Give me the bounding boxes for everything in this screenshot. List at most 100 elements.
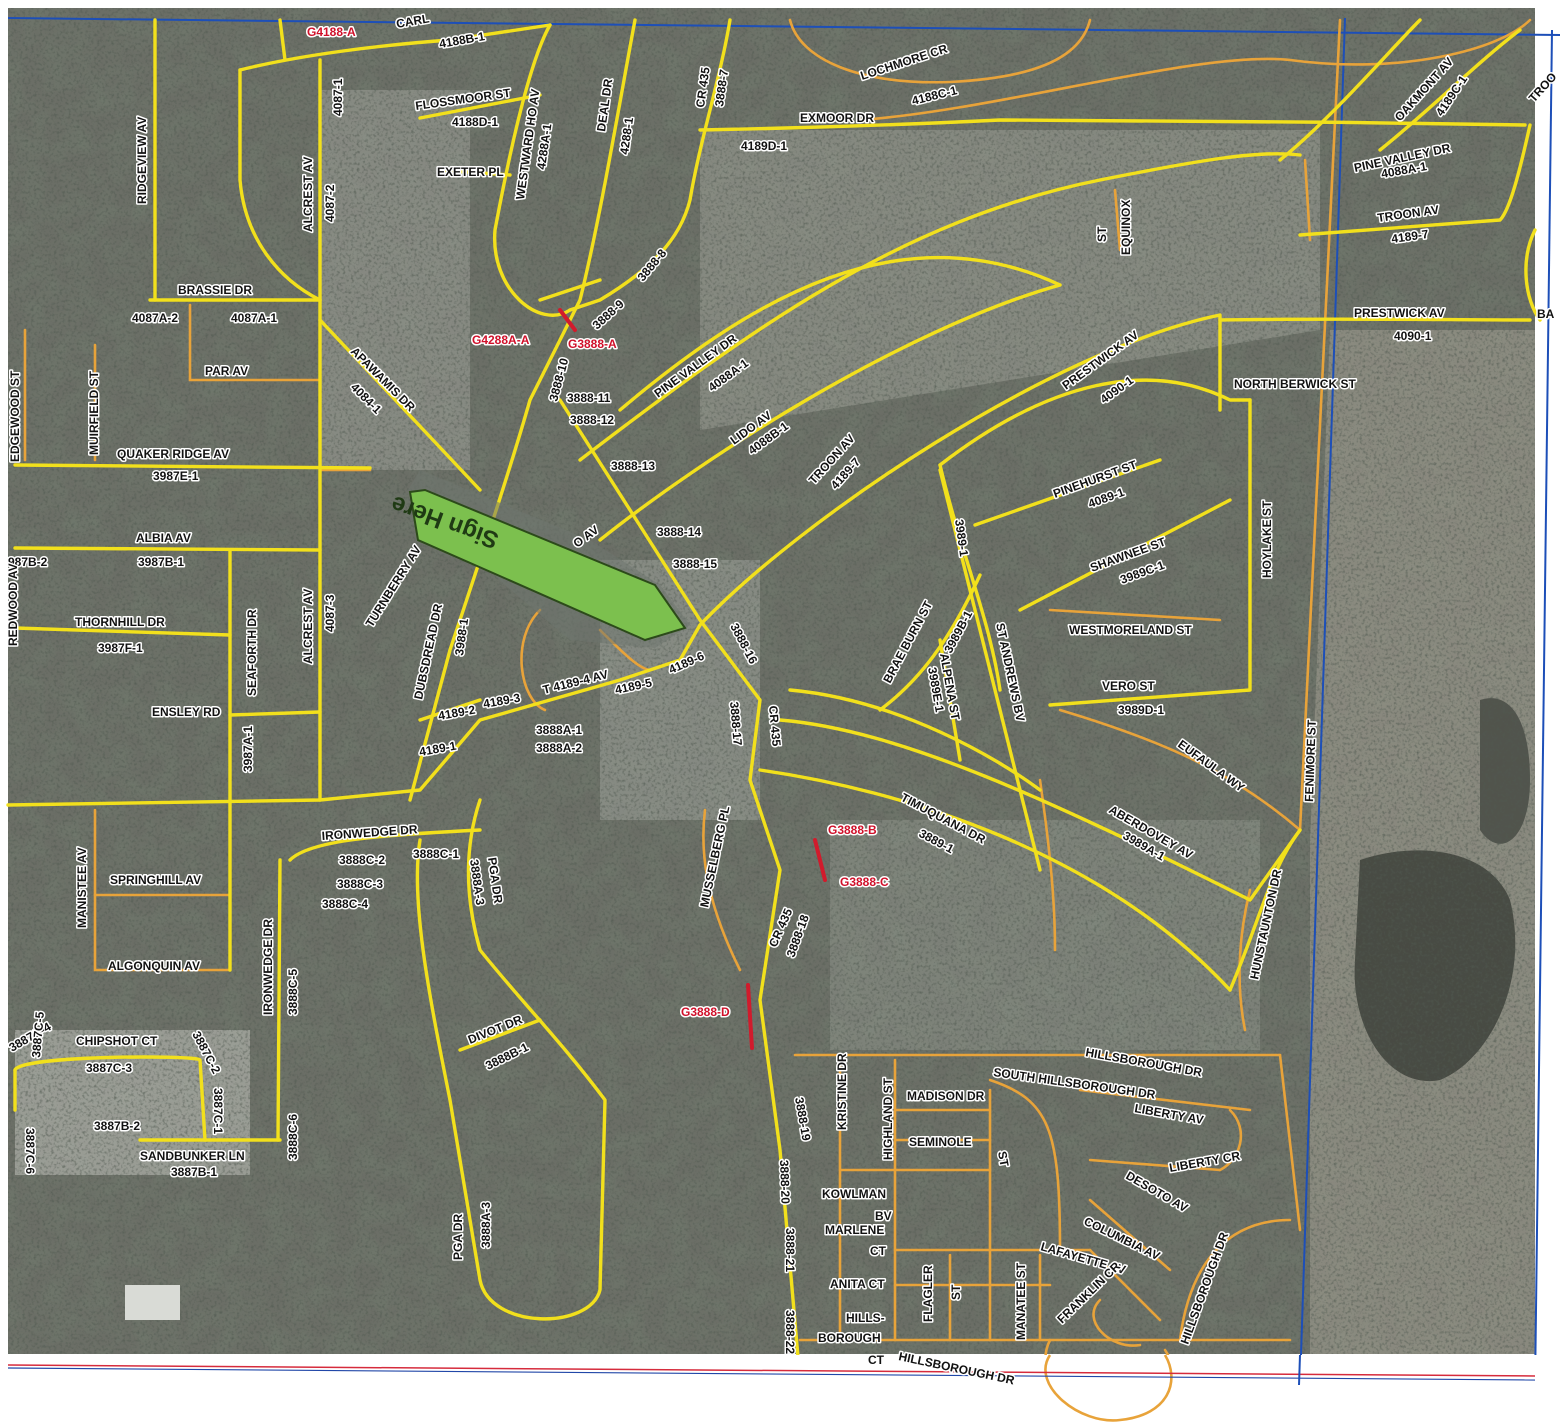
label-4189d-1: 4189D-1 <box>741 139 787 153</box>
label-g3888-c: G3888-C <box>840 875 889 889</box>
label-hoylake-st: HOYLAKE ST <box>1260 500 1274 578</box>
label-ironwedge-dr-vertical: IRONWEDGE DR <box>261 919 275 1015</box>
label-4288-1: 4288-1 <box>617 116 636 155</box>
label-4090-1-top: 4090-1 <box>1394 329 1432 343</box>
label-albia-av: ALBIA AV <box>136 531 191 545</box>
label-3887c-3: 3887C-3 <box>86 1061 132 1075</box>
label-3888c-2: 3888C-2 <box>339 853 385 867</box>
label-3987e-1: 3987E-1 <box>153 469 199 483</box>
label-3888a-3: 3888A-3 <box>467 858 487 906</box>
label-seminole: SEMINOLE <box>909 1135 972 1149</box>
label-madison-dr: MADISON DR <box>907 1089 985 1103</box>
label-3888-7: 3888-7 <box>712 68 731 107</box>
label-quaker-ridge-av: QUAKER RIDGE AV <box>117 447 229 461</box>
highlighted-segments <box>558 308 827 1050</box>
label-4087-3: 4087-3 <box>323 594 337 632</box>
label-3888c-3: 3888C-3 <box>337 877 383 891</box>
label-thornhill-dr: THORNHILL DR <box>75 615 165 629</box>
label-alcrest-av-2: ALCREST AV <box>301 589 315 664</box>
label-3888-14: 3888-14 <box>657 525 701 539</box>
label-4087a-2: 4087A-2 <box>132 311 178 325</box>
label-3989d-1: 3989D-1 <box>1118 703 1164 717</box>
boundary-lines <box>7 17 1561 1391</box>
label-manatee-st: MANATEE ST <box>1014 1262 1028 1340</box>
label-4087-2: 4087-2 <box>323 184 337 222</box>
aerial-imagery <box>8 8 1535 1354</box>
label-3987a-1: 3987A-1 <box>241 726 255 772</box>
label-brassie-dr: BRASSIE DR <box>178 283 252 297</box>
label-g4188-a: G4188-A <box>307 25 356 39</box>
label-bv: BV <box>875 1209 892 1223</box>
primary-roads <box>6 18 1542 1382</box>
secondary-roads <box>23 18 1532 1417</box>
label-flagler-st: ST <box>949 1284 963 1300</box>
label-marlene-ct: CT <box>870 1244 887 1258</box>
label-par-av: PAR AV <box>205 364 248 378</box>
label-3888-11: 3888-11 <box>567 391 611 405</box>
label-north-berwick-st: NORTH BERWICK ST <box>1234 377 1356 391</box>
label-4087a-1: 4087A-1 <box>231 311 277 325</box>
map-labels: G4188-A CARL 4188B-1 LOCHMORE CR 4188C-1… <box>5 10 1561 1389</box>
label-exeter-pl: EXETER PL <box>437 165 504 179</box>
label-fenimore-st: FENIMORE ST <box>1302 719 1319 802</box>
label-cr-435-mid: CR 435 <box>766 705 784 747</box>
label-g3888-a: G3888-A <box>568 337 617 351</box>
label-highland-st: HIGHLAND ST <box>881 1077 895 1160</box>
label-prestwick-av-top: PRESTWICK AV <box>1354 306 1445 320</box>
label-3987b-1: 3987B-1 <box>138 555 184 569</box>
label-3888-13: 3888-13 <box>611 459 655 473</box>
label-4189-7-top: 4189-7 <box>1390 227 1429 246</box>
label-westmoreland-st: WESTMORELAND ST <box>1069 623 1192 637</box>
label-3888-17: 3888-17 <box>727 701 745 746</box>
label-marlene: MARLENE <box>825 1223 884 1237</box>
label-3887b-1: 3887B-1 <box>171 1165 217 1179</box>
label-3888-22: 3888-22 <box>783 1310 797 1354</box>
label-4188d-1: 4188D-1 <box>452 115 498 129</box>
label-ba: BA <box>1537 307 1555 321</box>
label-kristine-dr: KRISTINE DR <box>835 1053 849 1130</box>
label-equinox: EQUINOX <box>1119 200 1133 255</box>
label-987b-2: 987B-2 <box>8 555 48 569</box>
label-equinox-st: ST <box>1095 226 1109 242</box>
label-3988-1: 3988-1 <box>452 617 471 656</box>
label-flagler: FLAGLER <box>921 1265 935 1322</box>
sign-here-flag[interactable]: Sign Here <box>388 470 690 648</box>
label-ensley-rd: ENSLEY RD <box>152 705 221 719</box>
label-g4288a-a: G4288A-A <box>472 333 530 347</box>
label-3888-15: 3888-15 <box>673 557 717 571</box>
label-3989-1: 3989-1 <box>952 518 971 557</box>
label-3888-21: 3888-21 <box>783 1228 797 1272</box>
map-border <box>0 1354 1567 1426</box>
label-4087-1: 4087-1 <box>331 78 345 116</box>
label-3888c-1: 3888C-1 <box>413 847 459 861</box>
label-3887c-1: 3887C-1 <box>211 1088 225 1134</box>
label-manistee-av: MANISTEE AV <box>75 847 89 928</box>
label-algonquin-av: ALGONQUIN AV <box>108 959 200 973</box>
label-springhill-av: SPRINGHILL AV <box>110 873 201 887</box>
label-kowlman: KOWLMAN <box>822 1187 886 1201</box>
label-hillsborough-ct: CT <box>868 1353 885 1367</box>
label-redwood-av: REDWOOD AV <box>6 563 20 646</box>
label-sandbunker-ln: SANDBUNKER LN <box>140 1149 245 1163</box>
label-3888c-6: 3888C-6 <box>286 1114 300 1160</box>
label-seminole-st: ST <box>995 1150 1012 1168</box>
label-vero-st: VERO ST <box>1102 679 1155 693</box>
label-hills: HILLS- <box>846 1311 885 1325</box>
label-muirfield-st: MUIRFIELD ST <box>87 370 101 455</box>
label-3888c-4: 3888C-4 <box>322 897 368 911</box>
label-3887c-5: 3887C-5 <box>29 1011 47 1058</box>
label-exmoor-dr: EXMOOR DR <box>800 111 874 125</box>
label-chipshot-ct: CHIPSHOT CT <box>76 1034 158 1048</box>
label-ridgeview-av: RIDGEVIEW AV <box>135 117 149 204</box>
label-g3888-b: G3888-B <box>828 823 877 837</box>
label-pga-dr-2: PGA DR <box>451 1213 465 1260</box>
label-g3888-d: G3888-D <box>681 1005 730 1019</box>
label-borough: BOROUGH <box>818 1331 881 1345</box>
label-3888a-3-2: 3888A-3 <box>479 1202 493 1248</box>
label-3888-12: 3888-12 <box>570 413 614 427</box>
label-3888a-2: 3888A-2 <box>536 741 582 755</box>
label-3888-20: 3888-20 <box>777 1160 793 1205</box>
label-seaforth-dr: SEAFORTH DR <box>245 609 259 696</box>
